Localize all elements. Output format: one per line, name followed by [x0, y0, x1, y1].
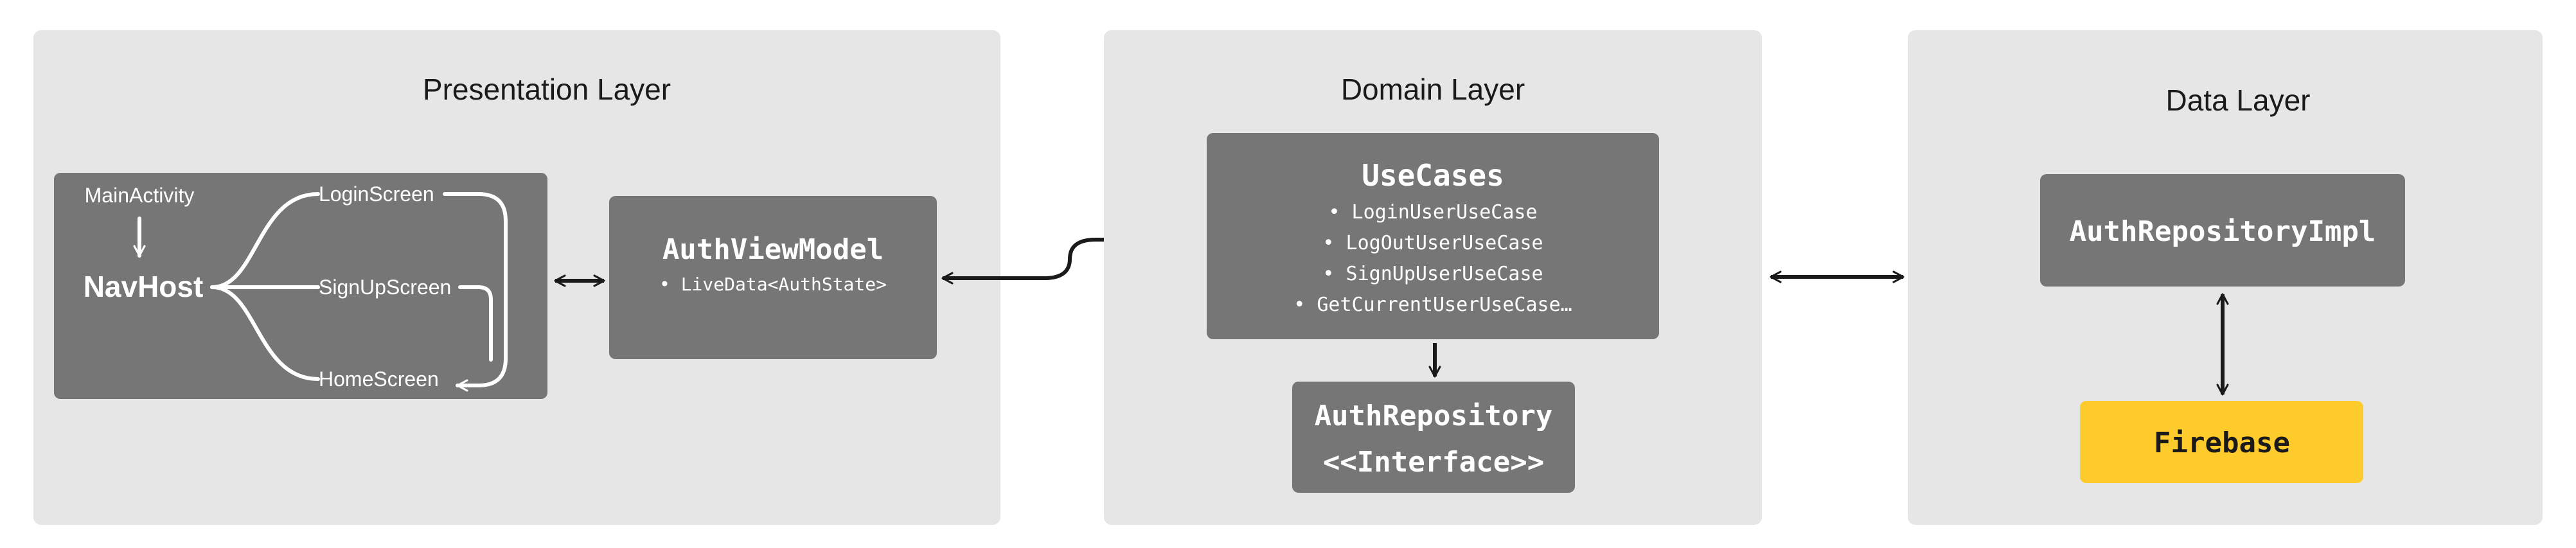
navhost-to-login-connector: [210, 192, 320, 289]
usecases-node: UseCases • LoginUserUseCase • LogOutUser…: [1207, 133, 1659, 339]
auth-viewmodel-node: AuthViewModel • LiveData<AuthState>: [609, 196, 937, 359]
usecase-item: • GetCurrentUserUseCase…: [1293, 294, 1572, 316]
auth-repository-interface-node: AuthRepository <<Interface>>: [1292, 382, 1575, 493]
main-activity-label: MainActivity: [85, 184, 195, 207]
usecases-title: UseCases: [1362, 158, 1504, 193]
signup-to-home-flow-connector: [458, 285, 493, 362]
auth-repository-impl-title: AuthRepositoryImpl: [2070, 215, 2376, 248]
domain-layer: Domain Layer UseCases • LoginUserUseCase…: [1104, 30, 1762, 525]
auth-viewmodel-box: [609, 196, 937, 359]
login-screen-label: LoginScreen: [319, 182, 434, 206]
usecase-item: • SignUpUserUseCase: [1322, 263, 1543, 285]
auth-repository-impl-node: AuthRepositoryImpl: [2040, 174, 2405, 287]
home-screen-label: HomeScreen: [319, 367, 439, 391]
viewmodel-usecases-arrow: [941, 233, 1204, 285]
presentation-layer: Presentation Layer MainActivity NavHost …: [33, 30, 1000, 525]
usecases-box: [1207, 133, 1659, 339]
navhost-label: NavHost: [84, 270, 204, 303]
data-layer-title: Data Layer: [2165, 84, 2310, 117]
auth-viewmodel-livedata-item: • LiveData<AuthState>: [659, 274, 887, 295]
firebase-box: [2080, 401, 2363, 483]
auth-repository-title: AuthRepository: [1315, 400, 1553, 432]
auth-repository-impl-box: [2040, 174, 2405, 287]
navhost-to-home-connector: [210, 285, 320, 381]
presentation-layer-title: Presentation Layer: [423, 73, 671, 106]
firebase-label: Firebase: [2154, 427, 2290, 459]
login-to-home-flow-arrow: [443, 192, 508, 392]
navigation-panel: MainActivity NavHost LoginScreen SignUpS…: [54, 173, 547, 399]
data-layer: Data Layer AuthRepositoryImpl Firebase: [1908, 30, 2543, 525]
usecase-item: • LogOutUserUseCase: [1322, 232, 1543, 254]
firebase-node: Firebase: [2080, 401, 2363, 483]
usecase-item: • LoginUserUseCase: [1328, 201, 1537, 224]
auth-viewmodel-title: AuthViewModel: [662, 233, 884, 266]
domain-layer-title: Domain Layer: [1341, 73, 1525, 106]
signup-screen-label: SignUpScreen: [319, 276, 451, 299]
auth-repository-box: [1292, 382, 1575, 493]
auth-repository-stereotype: <<Interface>>: [1323, 446, 1544, 479]
